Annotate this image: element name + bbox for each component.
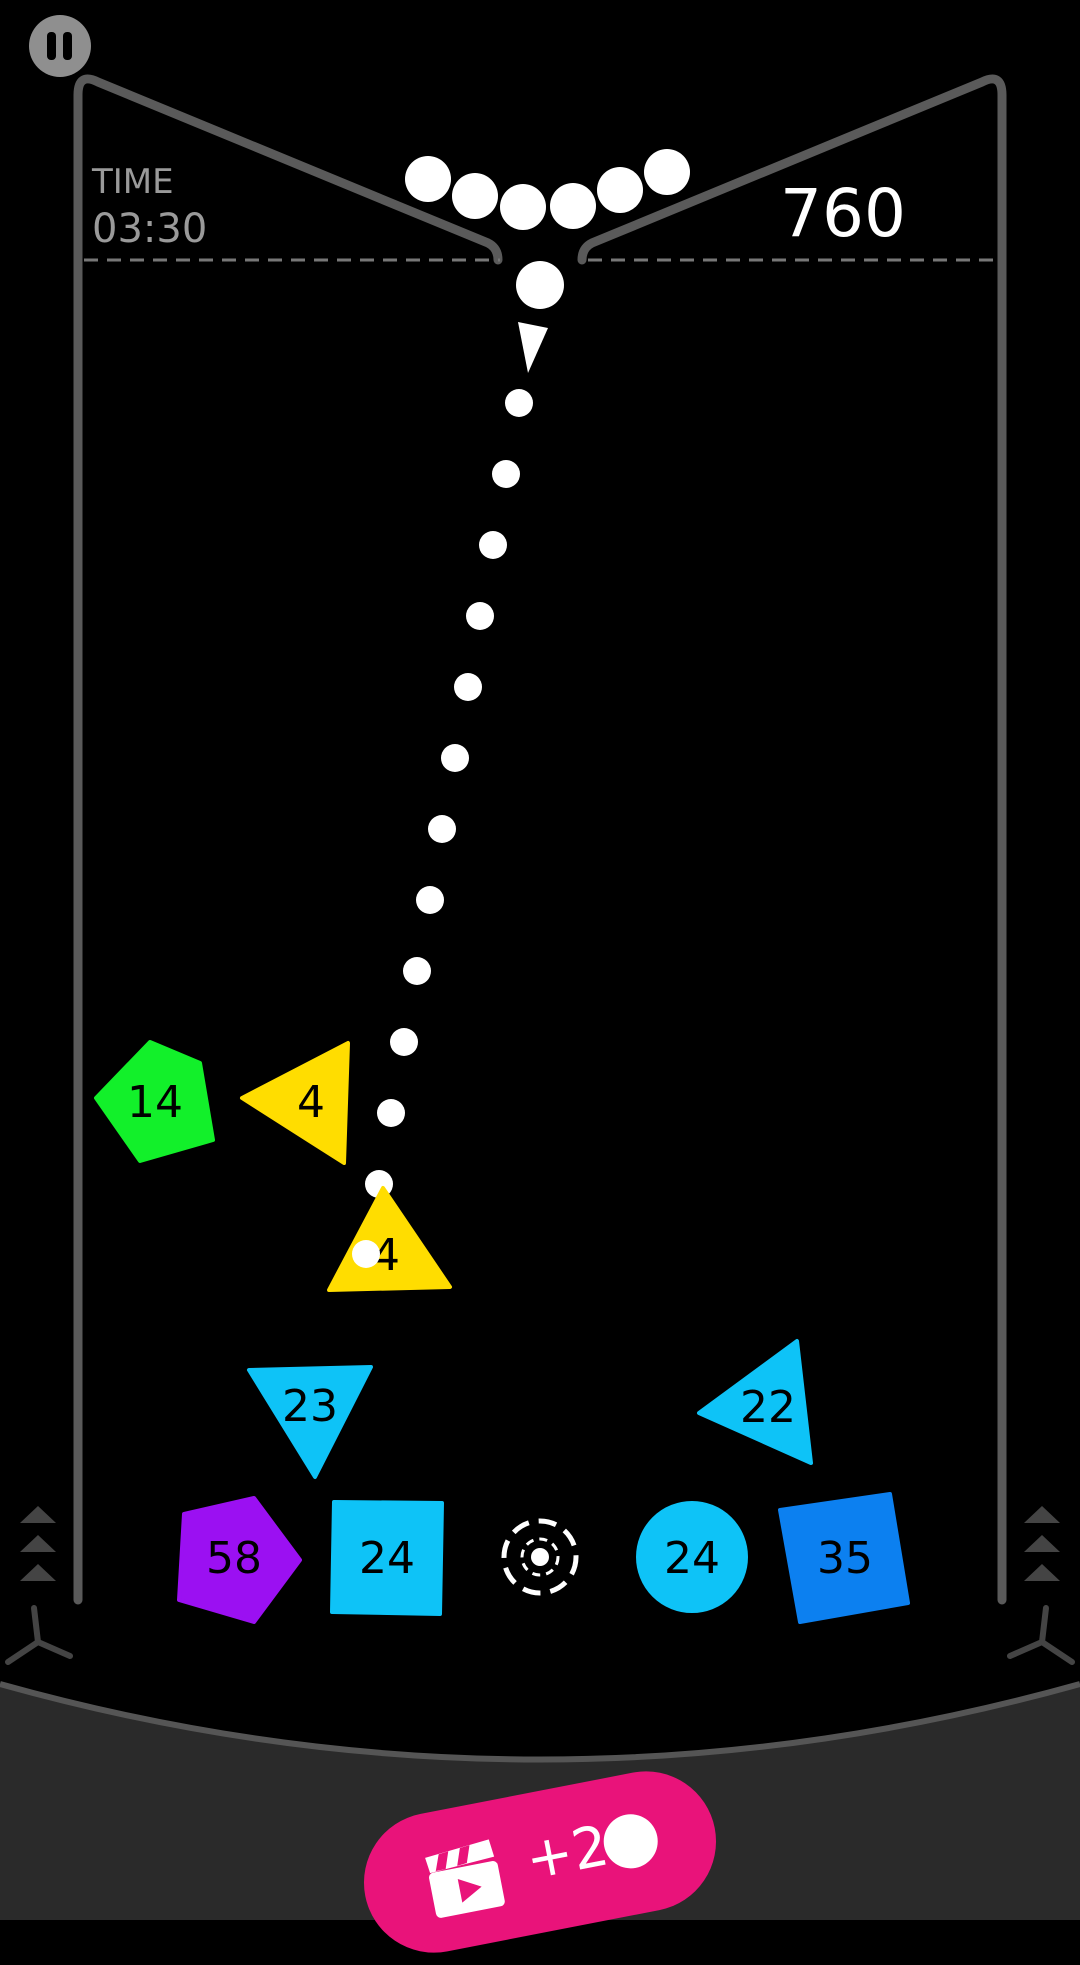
right-boost-icon (1024, 1506, 1060, 1581)
left-fan-icon (5, 1605, 73, 1665)
block-shape (778, 1492, 910, 1624)
trajectory-dot (352, 1240, 380, 1268)
block-hit-count: 23 (282, 1381, 338, 1432)
trajectory-dot (492, 460, 520, 488)
launcher-ball (516, 261, 564, 309)
trajectory-dot (416, 886, 444, 914)
trajectory-dot (403, 957, 431, 985)
target-center (531, 1548, 549, 1566)
target-inner-ring (520, 1537, 560, 1577)
block-hit-count: 4 (297, 1077, 325, 1128)
time-label: TIME (92, 162, 174, 202)
trajectory-dot (390, 1028, 418, 1056)
time-value: 03:30 (92, 206, 208, 252)
trajectory-dot (428, 815, 456, 843)
block-shape (330, 1500, 444, 1616)
block-hit-count: 24 (359, 1533, 415, 1584)
block-hit-count: 35 (817, 1533, 873, 1584)
extra-balls-ad-button[interactable]: +2 (351, 1759, 729, 1965)
pause-button[interactable] (29, 15, 91, 77)
video-clapper-icon (425, 1839, 505, 1918)
block-shape (636, 1501, 748, 1613)
trajectory-dot (454, 673, 482, 701)
queued-ball (500, 184, 546, 230)
queued-ball (597, 167, 643, 213)
queued-ball (644, 149, 690, 195)
score-value: 760 (780, 175, 906, 252)
ball-queue (405, 149, 690, 309)
right-fan-icon (1007, 1605, 1075, 1665)
block-triangle-left: 22 (697, 1339, 813, 1465)
left-boost-icon (20, 1506, 56, 1581)
block-circle: 24 (636, 1501, 748, 1613)
tray-edge (0, 1681, 1080, 1763)
bonus-label: +2 (520, 1813, 614, 1893)
block-hit-count: 14 (127, 1077, 183, 1128)
game-board[interactable]: 14 4 4 23 22 58 24 24 35 (0, 0, 1080, 1920)
block-triangle-left: 4 (240, 1041, 350, 1165)
frame-left (73, 74, 503, 1605)
block-shape (697, 1339, 813, 1465)
frame-right (577, 74, 1007, 1605)
trajectory-dot (466, 602, 494, 630)
block-hit-count: 24 (664, 1533, 720, 1584)
block-square: 24 (330, 1500, 444, 1616)
block-shape (240, 1041, 350, 1165)
block-square: 35 (778, 1492, 910, 1624)
aim-trajectory (365, 389, 533, 1198)
block-pentagon: 58 (177, 1496, 302, 1624)
trajectory-dot (479, 531, 507, 559)
block-triangle-up: 4 (327, 1186, 452, 1292)
block-triangle-down: 23 (247, 1365, 373, 1479)
block-shape (177, 1496, 302, 1624)
block-target (501, 1518, 579, 1596)
aim-arrow-icon (518, 322, 548, 373)
trajectory-dot (441, 744, 469, 772)
queued-ball (550, 183, 596, 229)
trajectory-dot (505, 389, 533, 417)
block-shape (247, 1365, 373, 1479)
block-field: 14 4 4 23 22 58 24 24 35 (94, 1040, 910, 1624)
target-ring-icon (501, 1518, 579, 1596)
block-shape (94, 1040, 215, 1163)
block-hit-count: 22 (740, 1382, 796, 1433)
trajectory-dot (377, 1099, 405, 1127)
queued-ball (452, 173, 498, 219)
block-hit-count: 58 (206, 1533, 262, 1584)
block-pentagon: 14 (94, 1040, 215, 1163)
queued-ball (405, 156, 451, 202)
